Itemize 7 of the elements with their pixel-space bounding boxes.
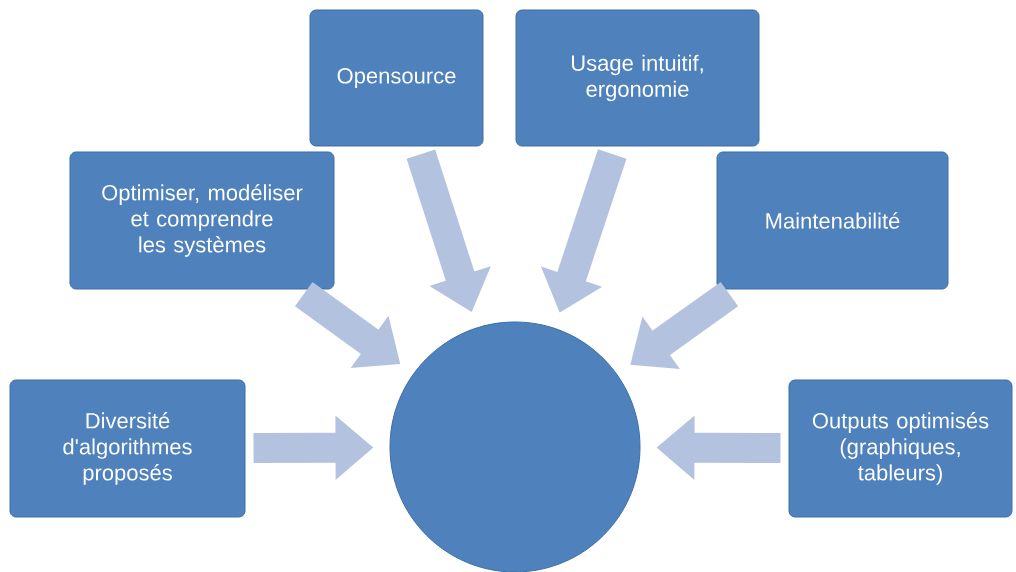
text-box: Opensource <box>309 9 484 147</box>
circle-shape <box>389 321 641 572</box>
text-box: Optimiser, modéliser et comprendre les systèmes <box>69 151 335 290</box>
text-box: Outputs optimisés (graphiques, tableurs) <box>788 379 1013 518</box>
text-box: Usage intuitif, ergonomie <box>515 9 760 147</box>
text-box: Maintenabilité <box>716 151 949 290</box>
text-box: Diversité d'algorithmes proposés <box>9 379 246 518</box>
